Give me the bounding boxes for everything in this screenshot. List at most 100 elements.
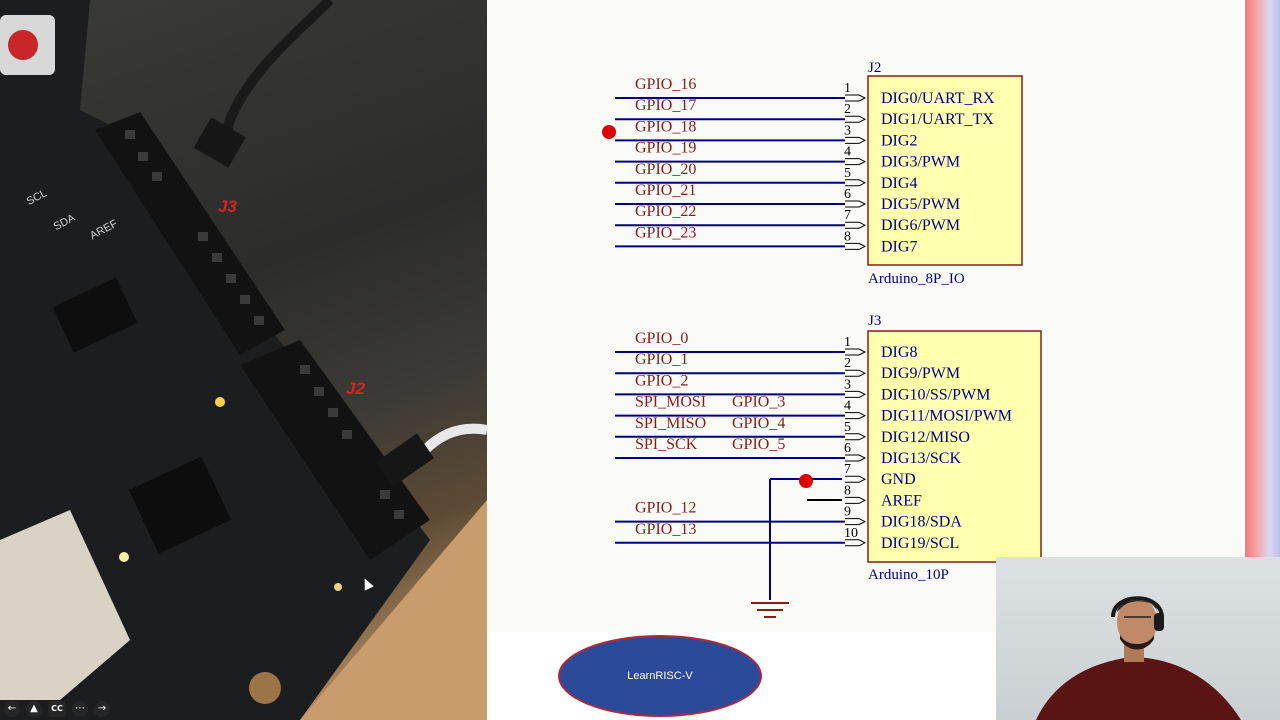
alt-net-label: GPIO_5 (732, 436, 785, 453)
pin-arrow (845, 115, 867, 123)
net-label: GPIO_16 (635, 76, 696, 93)
net-label: GPIO_22 (635, 203, 696, 220)
learnriscv-logo: LearnRISC-V (558, 635, 762, 717)
back-icon[interactable]: ← (4, 701, 20, 717)
pin-arrow (845, 158, 867, 166)
board-illustration: SCL SDA AREF J3 J2 (0, 0, 487, 720)
alt-net-label: GPIO_3 (732, 394, 785, 411)
j3-body (867, 330, 1042, 563)
pin-name: DIG8 (881, 344, 917, 361)
pointer-marker (799, 474, 813, 488)
slide-edge-strip (1245, 0, 1280, 557)
net-label: GPIO_12 (635, 500, 696, 517)
pin-name: DIG5/PWM (881, 196, 960, 213)
pin-name: DIG13/SCK (881, 450, 961, 467)
pin-name: DIG10/SS/PWM (881, 386, 990, 403)
forward-icon[interactable]: → (94, 701, 110, 717)
pin-number: 3 (844, 377, 851, 392)
pin-name: GND (881, 471, 916, 488)
pin-number: 4 (844, 399, 851, 414)
pin-number: 10 (844, 526, 858, 541)
ground-net (751, 478, 842, 618)
net-label: GPIO_19 (635, 140, 696, 157)
pin-name: DIG1/UART_TX (881, 111, 994, 128)
pin-name: AREF (881, 492, 922, 509)
pin-name: DIG0/UART_RX (881, 90, 995, 107)
pin-arrow (845, 433, 867, 441)
pin-arrow (845, 454, 867, 462)
pin-name: DIG7 (881, 238, 917, 255)
pin-arrow (845, 369, 867, 377)
more-icon[interactable]: ⋯ (72, 701, 88, 717)
net-label: GPIO_23 (635, 224, 696, 241)
j3-part: Arduino_10P (868, 567, 949, 583)
pin-name: DIG6/PWM (881, 217, 960, 234)
j2-ref: J2 (868, 60, 881, 76)
pin-number: 4 (844, 145, 851, 160)
alt-net-label: GPIO_4 (732, 415, 785, 432)
j3-ref: J3 (868, 313, 881, 329)
logo-text: LearnRISC-V (627, 670, 693, 682)
pin-arrow (845, 200, 867, 208)
cc-icon[interactable]: CC (48, 701, 66, 717)
eject-icon[interactable]: ▲ (26, 701, 42, 717)
pin-arrow (845, 496, 867, 504)
pin-arrow (845, 475, 867, 483)
pin-name: DIG3/PWM (881, 154, 960, 171)
net-label: SPI_SCK (635, 436, 698, 453)
j2-part: Arduino_8P_IO (868, 271, 965, 287)
pin-number: 8 (844, 229, 851, 244)
pin-name: DIG2 (881, 132, 917, 149)
net-label: GPIO_2 (635, 372, 688, 389)
pin-arrow (845, 179, 867, 187)
pin-name: DIG4 (881, 175, 917, 192)
j3-overlay-label: J3 (218, 197, 237, 216)
net-label: GPIO_17 (635, 97, 696, 114)
pin-name: DIG18/SDA (881, 514, 962, 531)
pin-arrow (845, 518, 867, 526)
pin-number: 2 (844, 356, 851, 371)
pin-arrow (845, 242, 867, 250)
pin-arrow (845, 136, 867, 144)
net-label: GPIO_21 (635, 182, 696, 199)
pointer-marker (602, 125, 616, 139)
webcam-overlay (996, 557, 1280, 720)
board-photo: SCL SDA AREF J3 J2 (0, 0, 487, 720)
pin-arrow (845, 348, 867, 356)
pin-number: 5 (844, 420, 851, 435)
pin-number: 5 (844, 166, 851, 181)
j2-overlay-label: J2 (346, 379, 365, 398)
pin-number: 7 (844, 462, 851, 477)
player-controls: ← ▲ CC ⋯ → (0, 698, 110, 720)
presenter-video (1036, 596, 1241, 720)
pin-number: 8 (844, 483, 851, 498)
net-label: SPI_MISO (635, 415, 706, 432)
pin-arrow (845, 221, 867, 229)
pin-number: 1 (844, 81, 851, 96)
pin-name: DIG19/SCL (881, 535, 959, 552)
pin-number: 6 (844, 441, 851, 456)
pin-name: DIG9/PWM (881, 365, 960, 382)
cc-label: CC (51, 704, 63, 713)
pin-name: DIG11/MOSI/PWM (881, 408, 1012, 425)
